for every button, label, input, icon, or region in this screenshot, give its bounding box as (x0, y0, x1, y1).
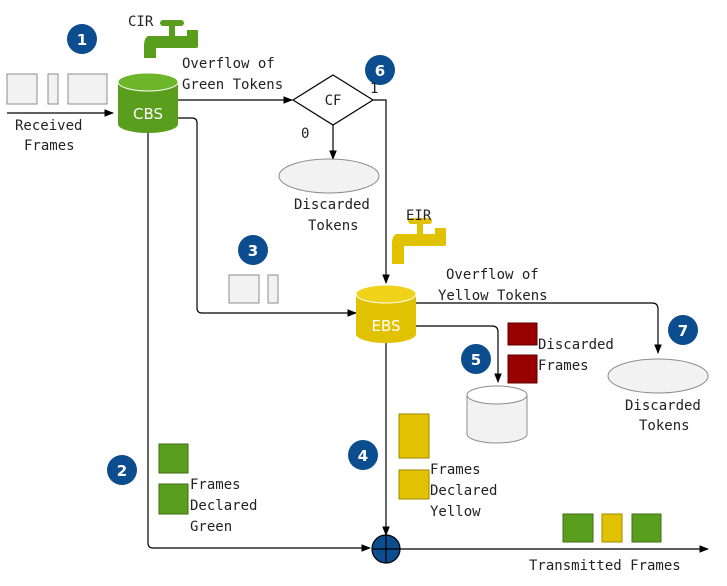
step-badge-4: 4 (348, 440, 378, 470)
received-frame (6, 73, 38, 105)
cf-branch-zero: 0 (301, 126, 309, 142)
svg-text:1: 1 (77, 31, 87, 49)
cbs-to-ebs-arrow (178, 117, 357, 317)
received-label-line1: Received (15, 118, 82, 134)
cbs-to-combiner-arrow (147, 133, 371, 552)
overflow-green-line2: Green Tokens (182, 77, 283, 93)
received-frames (6, 73, 108, 105)
yellow-frame (398, 469, 430, 500)
cf-decision: CF (291, 74, 375, 126)
step-badge-5: 5 (461, 344, 491, 374)
yellow-frames-line1: Frames (430, 462, 481, 478)
discarded-tokens-1-line1: Discarded (294, 197, 370, 213)
discard-bin (466, 385, 528, 444)
transmitted-label: Transmitted Frames (529, 558, 681, 574)
discarded-tokens-2-line2: Tokens (639, 418, 690, 434)
combiner-node (371, 534, 401, 564)
step-badge-2: 2 (107, 455, 137, 485)
overflow-yellow-line1: Overflow of (446, 267, 539, 283)
discarded-frames-line2: Frames (538, 358, 589, 374)
discarded-frame (507, 354, 538, 384)
received-frame (47, 73, 59, 105)
svg-text:4: 4 (358, 447, 368, 465)
step-badge-3: 3 (238, 235, 268, 265)
discarded-tokens-2-line1: Discarded (625, 398, 701, 414)
cf-one-arrow (373, 99, 390, 284)
overflow-yellow-line2: Yellow Tokens (438, 288, 548, 304)
eir-label: EIR (406, 208, 432, 224)
yellow-frames-line3: Yellow (430, 504, 481, 520)
received-frame (67, 73, 108, 105)
green-frame (158, 483, 189, 515)
ebs-label: EBS (371, 317, 400, 335)
discarded-tokens-yellow (607, 358, 709, 394)
faucet-icon (144, 20, 198, 58)
ebs-discard-arrow (416, 325, 502, 383)
discarded-frame (507, 322, 538, 346)
svg-text:5: 5 (471, 351, 481, 369)
svg-text:3: 3 (248, 242, 258, 260)
cir-label: CIR (128, 14, 154, 30)
cf-branch-one: 1 (370, 81, 378, 97)
discarded-tokens-green (278, 158, 380, 194)
cbs-label: CBS (133, 105, 163, 123)
yellow-overflow-arrow (416, 302, 662, 354)
svg-text:7: 7 (678, 322, 688, 340)
transmitted-frame (601, 513, 623, 543)
svg-text:2: 2 (117, 462, 127, 480)
step-badge-1: 1 (67, 24, 97, 54)
svg-text:6: 6 (375, 62, 385, 80)
green-frame (158, 443, 189, 474)
green-frames-line3: Green (190, 519, 232, 535)
exceeding-frame (228, 274, 260, 304)
yellow-frame (398, 413, 430, 459)
step-badge-6: 6 (365, 55, 395, 85)
step-badge-7: 7 (668, 315, 698, 345)
discarded-tokens-1-line2: Tokens (308, 218, 359, 234)
yellow-frames-line2: Declared (430, 483, 497, 499)
transmitted-frame (631, 513, 662, 543)
overflow-green-line1: Overflow of (182, 56, 275, 72)
green-frames-line1: Frames (190, 477, 241, 493)
cf-label: CF (325, 93, 342, 109)
exceeding-frame (267, 274, 279, 304)
faucet-icon (392, 218, 446, 264)
transmitted-frame (562, 513, 594, 543)
cbs-bucket: CBS (117, 72, 179, 133)
discarded-frames-line1: Discarded (538, 337, 614, 353)
received-label-line2: Frames (24, 138, 75, 154)
ebs-bucket: EBS (355, 284, 417, 343)
green-frames-line2: Declared (190, 498, 257, 514)
